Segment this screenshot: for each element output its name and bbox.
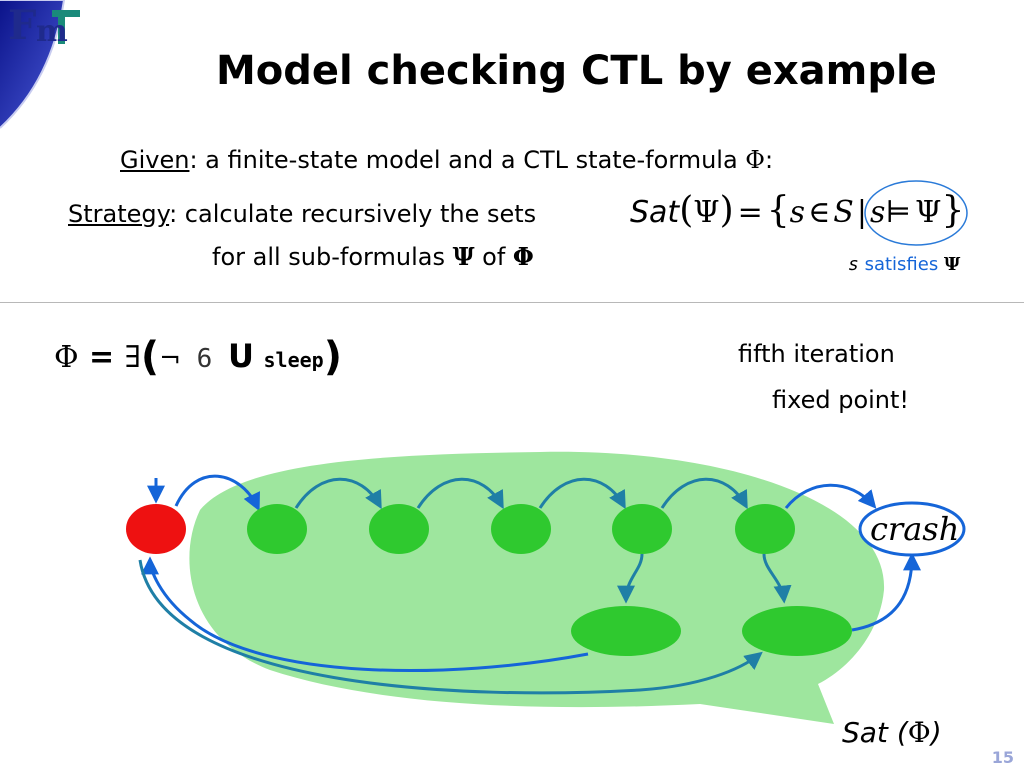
strategy-phi: Φ [512, 242, 534, 271]
strategy-line2-b: of [474, 243, 513, 271]
models-symbol: ⊨ [885, 195, 912, 230]
edge-b2-crash [851, 552, 921, 632]
edge-s5-crash [784, 483, 877, 509]
state-2 [369, 504, 429, 554]
sat-region [189, 451, 885, 724]
section-divider [0, 302, 1024, 303]
strategy-line: Strategy: calculate recursively the sets [68, 200, 536, 228]
given-label: Given [120, 146, 190, 174]
strategy-text: : calculate recursively the sets [169, 200, 537, 228]
given-line: Given: a finite-state model and a CTL st… [120, 146, 773, 174]
edge-s3-s4 [538, 477, 626, 510]
exists-symbol: ∃ [124, 340, 141, 375]
strategy-line-2: for all sub-formulas Ψ of Φ [212, 242, 534, 271]
edge-b1-s0 [141, 556, 589, 673]
fixed-point-label: fixed point! [772, 386, 910, 414]
satisfies-highlight-ellipse [864, 180, 968, 246]
ctl-formula: Φ = ∃(¬ 6 U sleep) [54, 334, 342, 380]
negation-symbol: ¬ [159, 344, 181, 374]
state-6 [571, 606, 681, 656]
given-colon: : [764, 146, 774, 174]
edge-s0-b2 [138, 559, 763, 695]
formula-phi: Φ [54, 340, 79, 375]
logo-letter-m: m [36, 14, 68, 49]
state-4 [612, 504, 672, 554]
sat-word: Sat [630, 195, 680, 230]
strategy-label: Strategy [68, 200, 170, 228]
strategy-line2-a: for all sub-formulas [212, 243, 453, 271]
iteration-label: fifth iteration [738, 340, 895, 368]
sat-definition: Sat(Ψ)={s∈S|s⊨Ψ} [630, 190, 965, 231]
edge-s5-b2 [762, 553, 792, 604]
state-7 [742, 606, 852, 656]
crash-label: crash [870, 510, 960, 548]
state-3 [491, 504, 551, 554]
edge-s4-b1 [617, 553, 644, 604]
logo-letter-f: F [8, 2, 37, 49]
until-operator: U [227, 337, 254, 375]
corner-decoration [0, 0, 66, 129]
state-initial [126, 504, 186, 554]
edge-s2-s3 [416, 477, 504, 510]
state-5 [735, 504, 795, 554]
slide-title: Model checking CTL by example [216, 48, 937, 94]
page-number: 15 [991, 748, 1014, 767]
edge-s4-s5 [660, 477, 748, 510]
given-phi: Φ [745, 146, 765, 174]
strategy-psi: Ψ [452, 242, 475, 271]
satisfies-note: s satisfies Ψ [848, 254, 961, 275]
edge-s0-s1 [174, 474, 260, 512]
sleep-proposition: sleep [263, 348, 324, 372]
given-text: : a finite-state model and a CTL state-f… [189, 146, 746, 174]
state-crash [858, 501, 966, 557]
edge-s1-s2 [294, 477, 382, 510]
state-1 [247, 504, 307, 554]
sat-psi: Ψ [693, 195, 720, 230]
sat-phi-label: Sat (Φ) [842, 716, 942, 749]
fmt-logo: F m [8, 2, 80, 49]
